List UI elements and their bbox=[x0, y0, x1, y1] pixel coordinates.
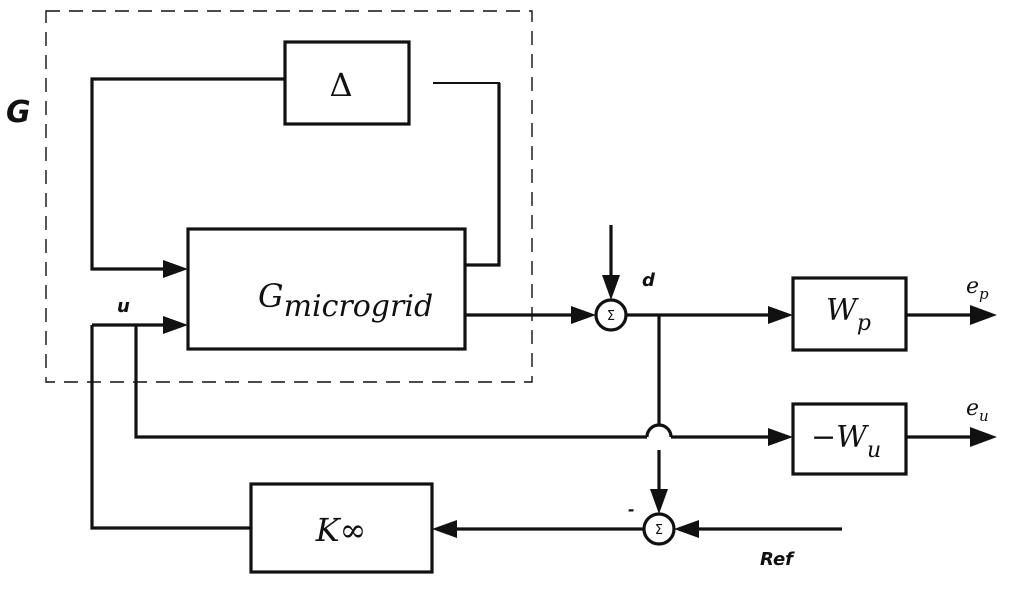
control-output-arrow bbox=[970, 427, 997, 447]
minus-sign: - bbox=[628, 500, 635, 519]
wire-crossover-hop bbox=[645, 423, 673, 438]
performance-weight-input-arrow bbox=[768, 306, 793, 324]
uncertainty-block bbox=[283, 40, 411, 126]
control-output-label: eu bbox=[966, 396, 989, 425]
controller-output-wire bbox=[90, 325, 251, 530]
control-weight-main: W bbox=[836, 420, 869, 455]
performance-weight-block bbox=[791, 276, 908, 352]
controller-label: K∞ bbox=[315, 511, 367, 549]
plant-label-main: G bbox=[258, 277, 284, 315]
disturbance-label: d bbox=[642, 270, 656, 291]
output-summer-arrow bbox=[571, 306, 596, 324]
control-branch-wire bbox=[134, 325, 647, 439]
control-weight-subscript: u bbox=[867, 438, 881, 463]
controller-block bbox=[249, 482, 434, 574]
reference-label: Ref bbox=[760, 549, 795, 570]
plant-group-label: G bbox=[6, 95, 31, 130]
control-input-label: u bbox=[117, 296, 130, 317]
uncertainty-input-arrow bbox=[163, 260, 188, 278]
disturbance-arrow bbox=[602, 275, 620, 300]
performance-output-subscript: p bbox=[979, 285, 989, 303]
feedback-arrow bbox=[650, 489, 668, 514]
performance-output-main: e bbox=[966, 274, 979, 299]
uncertainty-output-wire bbox=[90, 77, 285, 271]
control-weight-prefix: − bbox=[811, 420, 836, 455]
performance-weight-main: W bbox=[826, 293, 859, 328]
plant-block bbox=[186, 227, 467, 351]
performance-weight-label: Wp bbox=[826, 293, 871, 336]
performance-output-label: ep bbox=[966, 274, 989, 303]
control-weight-label: −Wu bbox=[811, 420, 881, 463]
reference-arrow bbox=[674, 520, 699, 538]
control-input-arrow bbox=[163, 316, 188, 334]
error-summing-symbol: Σ bbox=[655, 523, 663, 538]
control-output-subscript: u bbox=[979, 407, 989, 425]
control-weight-input-arrow bbox=[768, 428, 793, 446]
control-weight-block bbox=[791, 402, 908, 476]
plant-group-boundary bbox=[45, 10, 533, 383]
performance-weight-subscript: p bbox=[857, 311, 871, 336]
controller-input-arrow bbox=[432, 520, 457, 538]
control-output-main: e bbox=[966, 396, 979, 421]
uncertainty-symbol: Δ bbox=[329, 66, 352, 104]
plant-to-uncertainty-wire bbox=[465, 83, 501, 267]
output-summing-symbol: Σ bbox=[607, 309, 615, 324]
performance-output-arrow bbox=[970, 305, 997, 325]
plant-label: Gmicrogrid bbox=[258, 277, 433, 324]
plant-label-subscript: microgrid bbox=[284, 289, 434, 324]
